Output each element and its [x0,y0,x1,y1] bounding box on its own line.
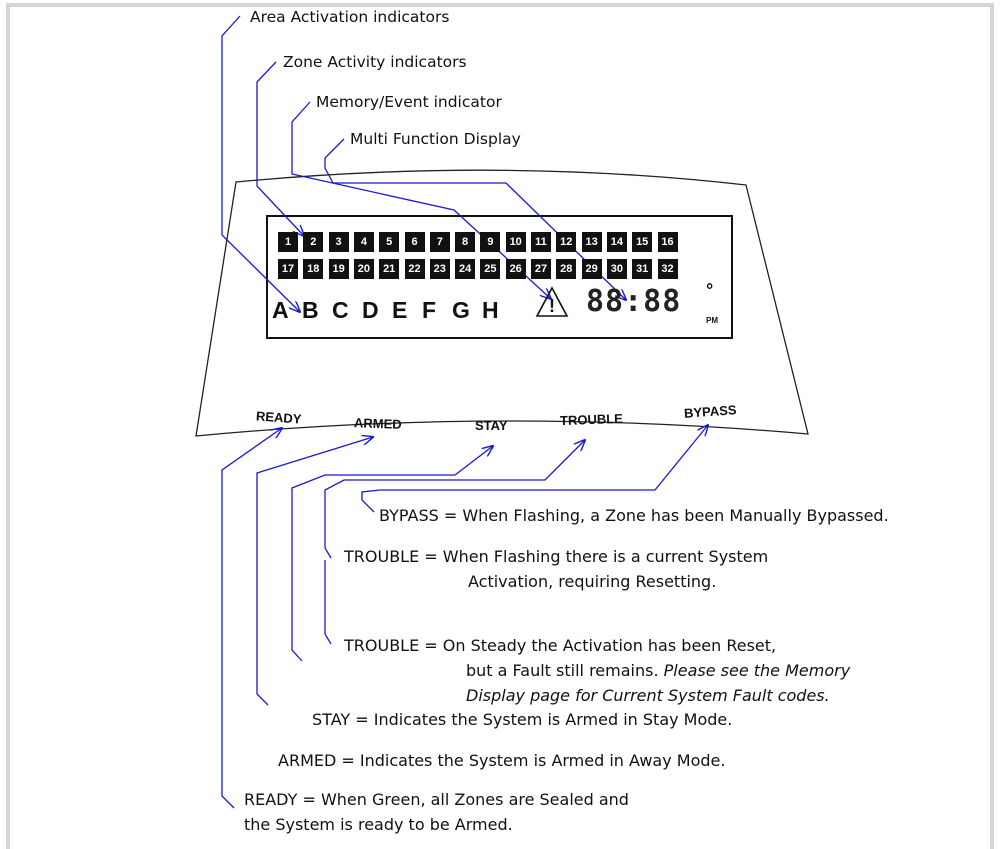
zone-indicator-12: 12 [556,232,577,252]
bypass-description: BYPASS = When Flashing, a Zone has been … [379,503,889,528]
lcd-window [266,215,733,339]
leader-armed [256,437,373,706]
multi-function-label: Multi Function Display [350,130,521,148]
led-ready: READY [255,408,302,427]
zone-activity-label: Zone Activity indicators [283,53,467,71]
trouble-flashing-description: TROUBLE = When Flashing there is a curre… [344,544,768,594]
degree-symbol: ° [706,280,714,300]
leader-trouble-steady [324,560,332,645]
memory-event-label: Memory/Event indicator [316,93,502,111]
area-letter-a: A [272,297,291,323]
zone-indicator-16: 16 [657,232,678,252]
stay-description: STAY = Indicates the System is Armed in … [312,707,732,732]
led-armed: ARMED [353,415,402,432]
zone-indicator-25: 25 [480,259,501,279]
zone-indicator-18: 18 [303,259,324,279]
zone-indicator-9: 9 [480,232,501,252]
area-letter-d: D [362,297,381,323]
ready-description-line-1: READY = When Green, all Zones are Sealed… [244,790,629,809]
zone-indicator-22: 22 [404,259,425,279]
area-letter-b: B [302,297,321,323]
zone-indicator-17: 17 [278,259,298,279]
ready-description-line-2: the System is ready to be Armed. [244,815,513,834]
warning-triangle-icon: ! [535,286,569,317]
zone-indicator-11: 11 [531,232,551,252]
zone-indicator-8: 8 [455,232,476,252]
svg-text:!: ! [549,296,555,316]
area-letter-c: C [332,297,351,323]
leader-trouble-flash [324,440,585,559]
leader-area-activation [221,15,300,312]
zone-indicator-29: 29 [581,259,602,279]
area-letter-h: H [482,297,501,323]
zone-indicator-32: 32 [657,259,678,279]
figure-frame [6,3,994,849]
leader-multi-function [324,138,626,300]
zone-indicator-7: 7 [429,232,450,252]
zone-indicator-30: 30 [606,259,627,279]
zone-indicator-27: 27 [531,259,551,279]
zone-indicator-10: 10 [505,232,526,252]
zone-indicator-13: 13 [581,232,602,252]
zone-indicator-28: 28 [556,259,577,279]
stay-description-text: STAY = Indicates the System is Armed in … [312,710,733,729]
leader-bypass [361,425,708,513]
zone-indicator-6: 6 [404,232,425,252]
zone-indicator-31: 31 [632,259,653,279]
trouble-steady-line-3: Display page for Current System Fault co… [466,686,830,705]
zone-indicator-21: 21 [379,259,400,279]
trouble-flashing-line-2: Activation, requiring Resetting. [468,572,717,591]
leader-ready [221,428,282,809]
led-stay: STAY [475,418,508,433]
leader-zone-activity [256,61,304,236]
multi-function-digits: 88:88 [586,284,682,319]
bypass-description-text: BYPASS = When Flashing, a Zone has been … [379,506,889,525]
area-activation-label: Area Activation indicators [250,8,450,26]
area-letter-e: E [392,297,410,323]
trouble-steady-line-2: but a Fault still remains. [466,661,659,680]
zone-indicator-1: 1 [278,232,298,252]
zone-indicator-3: 3 [328,232,349,252]
zone-indicator-26: 26 [505,259,526,279]
trouble-flashing-line-1: TROUBLE = When Flashing there is a curre… [344,547,769,566]
trouble-steady-line-2-italic: Please see the Memory [663,661,851,680]
zone-indicator-5: 5 [379,232,400,252]
zone-indicator-19: 19 [328,259,349,279]
trouble-steady-line-1: TROUBLE = On Steady the Activation has b… [344,636,777,655]
area-letter-f: F [422,297,439,323]
zone-indicator-23: 23 [429,259,450,279]
zone-indicator-4: 4 [353,232,374,252]
zone-indicator-14: 14 [606,232,627,252]
zone-indicator-20: 20 [353,259,374,279]
led-trouble: TROUBLE [559,410,624,429]
keypad-outline [195,169,809,437]
zone-indicator-15: 15 [632,232,653,252]
leader-stay [291,446,493,662]
zone-indicator-24: 24 [455,259,476,279]
trouble-steady-description: TROUBLE = On Steady the Activation has b… [344,633,850,708]
pm-indicator: PM [706,316,718,325]
ready-description: READY = When Green, all Zones are Sealed… [244,787,629,837]
zone-indicator-2: 2 [303,232,324,252]
area-letter-g: G [452,297,472,323]
armed-description-text: ARMED = Indicates the System is Armed in… [278,751,726,770]
armed-description: ARMED = Indicates the System is Armed in… [278,748,725,773]
